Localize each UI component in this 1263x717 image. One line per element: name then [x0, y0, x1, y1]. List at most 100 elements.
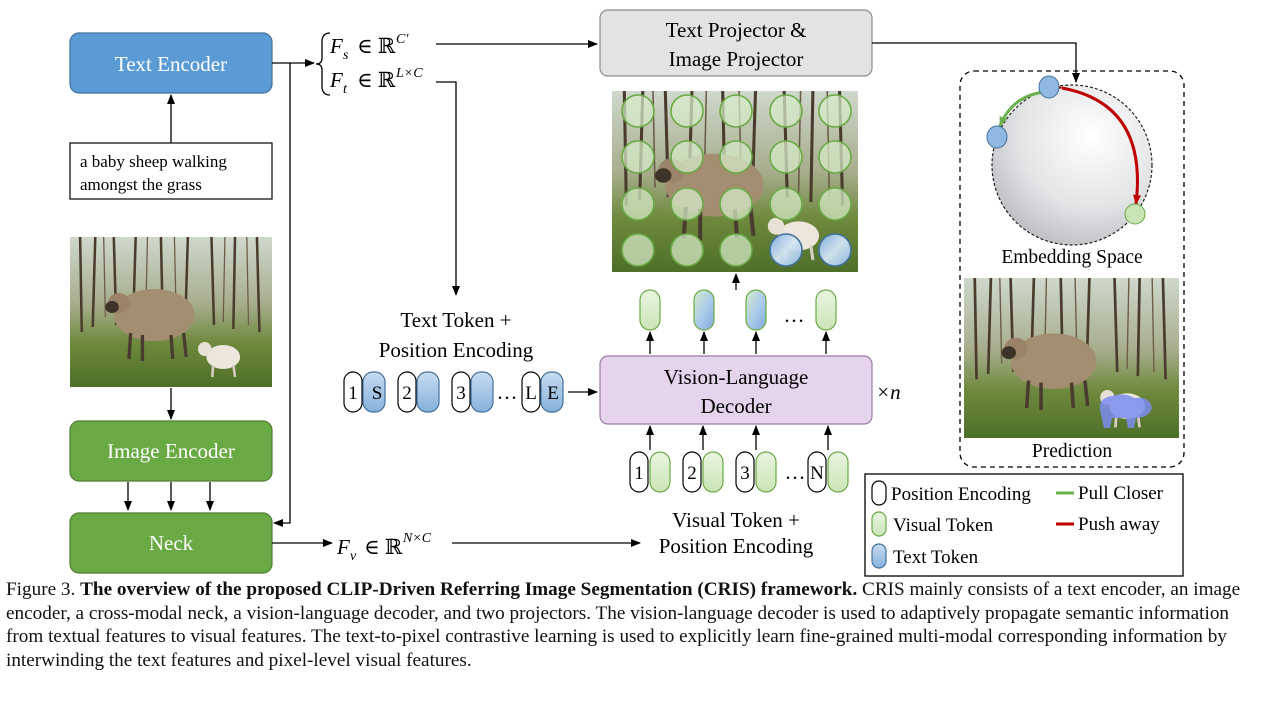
legend-visual-token: Visual Token — [893, 515, 994, 536]
visual-token — [649, 451, 671, 493]
neck-label: Neck — [149, 531, 194, 555]
text-token-start-label: S — [372, 383, 383, 404]
position-encoding-token — [629, 451, 649, 493]
text-token-label-line2: Position Encoding — [379, 338, 534, 362]
svg-text:F: F — [329, 34, 343, 58]
position-index-label: 3 — [456, 383, 466, 404]
input-image — [70, 237, 272, 387]
position-index-label: 1 — [348, 383, 358, 404]
svg-text:∈ ℝ: ∈ ℝ — [364, 535, 403, 559]
input-text-line1: a baby sheep walking — [80, 152, 227, 171]
projector-box: Text Projector & Image Projector — [599, 9, 873, 77]
pixel-feature-circle — [621, 140, 655, 174]
figure-caption: Figure 3. The overview of the proposed C… — [6, 578, 1256, 672]
predicted-mask — [1099, 394, 1152, 428]
input-text-box: a baby sheep walking amongst the grass — [69, 142, 273, 200]
text-token-swatch — [871, 543, 887, 569]
brace — [315, 32, 331, 96]
position-index-label: L — [525, 383, 537, 404]
pixel-grid-image — [612, 91, 858, 272]
svg-text:L×C: L×C — [395, 66, 423, 81]
vision-language-decoder-box: Vision-Language Decoder — [599, 355, 873, 425]
position-encoding-token — [451, 371, 471, 413]
visual-token-swatch — [871, 511, 887, 537]
image-encoder-label: Image Encoder — [107, 439, 235, 463]
visual-token — [702, 451, 724, 493]
position-encoding-token — [807, 451, 827, 493]
visual-token — [755, 451, 777, 493]
pixel-feature-circle — [818, 187, 852, 221]
push-away-arrow — [1052, 82, 1142, 205]
text-token — [416, 371, 440, 413]
pixel-feature-circle-matched — [769, 233, 803, 267]
decoder-output-token — [815, 289, 837, 331]
decoder-output-token — [639, 289, 661, 331]
decoder-output-token — [693, 289, 715, 331]
text-token — [470, 371, 494, 413]
text-token — [362, 371, 386, 413]
position-index-label: N — [810, 463, 824, 484]
pixel-feature-circle-matched — [818, 233, 852, 267]
decoder-output-tokens — [639, 289, 837, 331]
text-token-end-label: E — [547, 383, 559, 404]
svg-text:∈ ℝ: ∈ ℝ — [357, 68, 396, 92]
output-ellipsis: … — [784, 303, 805, 327]
position-encoding-token — [521, 371, 541, 413]
legend-text-token: Text Token — [893, 547, 979, 568]
svg-text:C′: C′ — [396, 32, 409, 47]
text-embedding-point — [1038, 75, 1060, 99]
text-token-sequence: 1 2 3 L S E … — [343, 371, 564, 413]
pixel-feature-circle — [719, 187, 753, 221]
embedding-sphere — [986, 75, 1153, 246]
svg-text:F: F — [329, 68, 343, 92]
caption-prefix: Figure 3. — [6, 579, 76, 600]
pixel-feature-circle — [670, 94, 704, 128]
fs-formula: F s ∈ ℝ C′ — [329, 32, 409, 63]
position-encoding-token — [735, 451, 755, 493]
svg-text:N×C: N×C — [402, 531, 432, 546]
text-token-ellipsis: … — [497, 380, 518, 404]
position-encoding-token — [343, 371, 363, 413]
pixel-feature-circle — [719, 140, 753, 174]
position-index-label: 2 — [687, 463, 697, 484]
legend-pull-closer: Pull Closer — [1078, 483, 1164, 504]
decoder-label-line2: Decoder — [700, 394, 771, 418]
position-index-label: 3 — [740, 463, 750, 484]
pixel-feature-circle — [719, 233, 753, 267]
pixel-feature-circle — [818, 140, 852, 174]
pixel-feature-circle — [670, 140, 704, 174]
text-token — [540, 371, 564, 413]
visual-token-label-line2: Position Encoding — [659, 534, 814, 558]
projector-label-line1: Text Projector & — [666, 18, 807, 42]
image-encoder-box: Image Encoder — [69, 420, 273, 482]
pixel-feature-circle — [670, 233, 704, 267]
legend-push-away: Push away — [1078, 514, 1160, 535]
legend: Position Encoding Visual Token Text Toke… — [864, 473, 1184, 577]
projector-label-line2: Image Projector — [669, 47, 804, 71]
decoder-output-token — [745, 289, 767, 331]
pixel-feature-circle — [670, 187, 704, 221]
text-encoder-box: Text Encoder — [69, 32, 273, 94]
visual-token-label-line1: Visual Token + — [672, 508, 800, 532]
pixel-feature-circles — [621, 94, 852, 267]
cris-framework-diagram: Text Encoder a baby sheep walking amongs… — [69, 9, 1185, 577]
pixel-feature-circle — [621, 187, 655, 221]
pixel-feature-circle — [818, 94, 852, 128]
times-n-label: ×n — [876, 380, 901, 404]
positive-pixel-point — [986, 125, 1008, 149]
legend-position-encoding: Position Encoding — [891, 484, 1031, 505]
position-index-label: 1 — [634, 463, 644, 484]
position-index-label: 2 — [402, 383, 412, 404]
negative-pixel-point — [1124, 203, 1146, 225]
input-text-line2: amongst the grass — [80, 175, 202, 194]
neck-box: Neck — [69, 512, 273, 574]
embedding-panel — [959, 70, 1185, 468]
position-encoding-token — [682, 451, 702, 493]
svg-text:∈ ℝ: ∈ ℝ — [357, 34, 396, 58]
embedding-space-label: Embedding Space — [1001, 247, 1142, 268]
ft-formula: F t ∈ ℝ L×C — [329, 66, 423, 97]
pixel-feature-circle — [769, 187, 803, 221]
decoder-label-line1: Vision-Language — [664, 365, 809, 389]
visual-token — [827, 451, 849, 493]
